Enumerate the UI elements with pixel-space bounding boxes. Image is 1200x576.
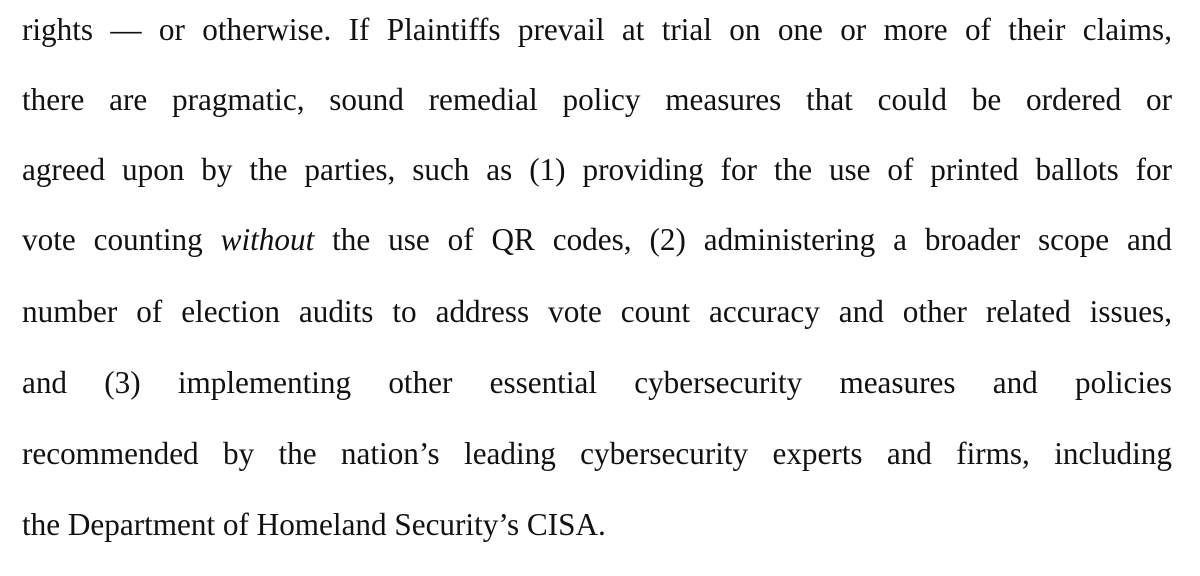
text-line-5: number of election audits to address vot… xyxy=(22,294,1172,329)
text-line-2: there are pragmatic, sound remedial poli… xyxy=(22,82,1172,117)
text-line-1: rights — or otherwise. If Plaintiffs pre… xyxy=(22,12,1172,47)
text-line-3: agreed upon by the parties, such as (1) … xyxy=(22,152,1172,187)
text-line-7: recommended by the nation’s leading cybe… xyxy=(22,436,1172,471)
text-line-4: vote counting without the use of QR code… xyxy=(22,220,1172,260)
text-line-4-end: the use of QR codes, (2) administering a… xyxy=(314,222,1172,257)
text-line-8: the Department of Homeland Security’s CI… xyxy=(22,507,606,542)
emphasized-word: without xyxy=(220,222,315,257)
text-line-6: and (3) implementing other essential cyb… xyxy=(22,365,1172,400)
text-line-4-start: vote counting xyxy=(22,222,221,257)
